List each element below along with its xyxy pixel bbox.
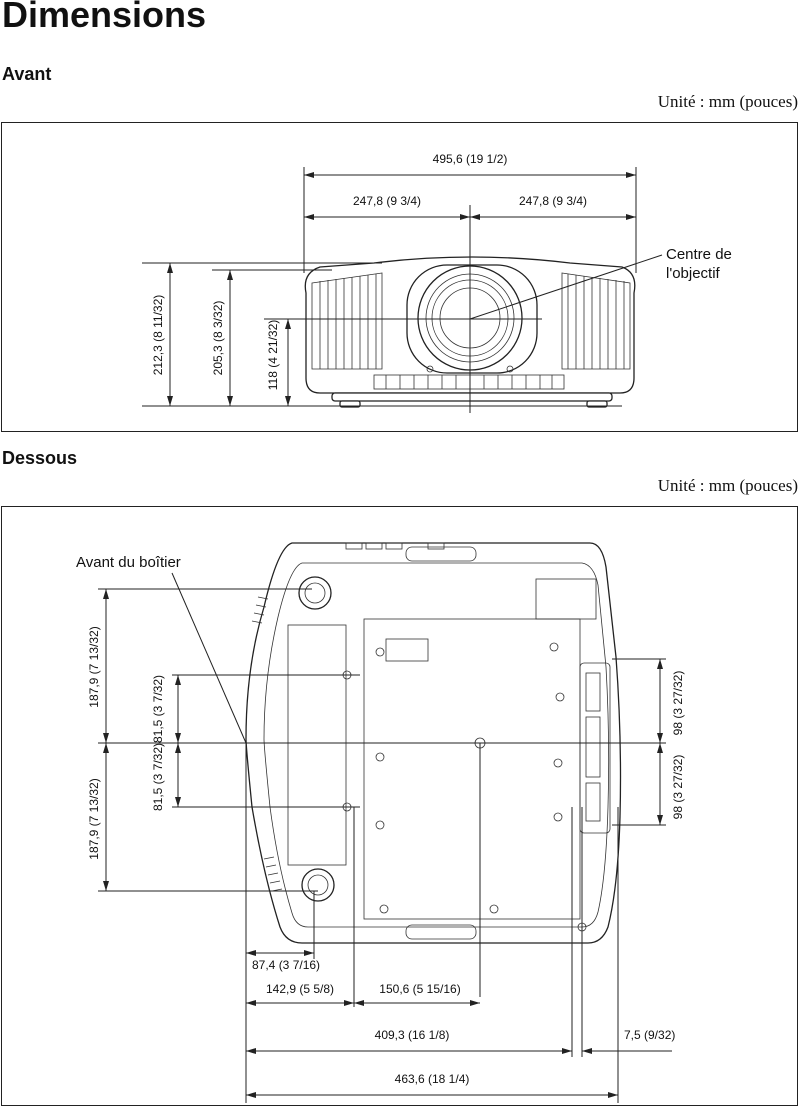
height-dimensions <box>167 263 291 406</box>
width-total-dimension <box>304 172 636 178</box>
d87-label: 87,4 (3 7/16) <box>252 958 320 972</box>
height-body-label: 205,3 (8 3/32) <box>211 301 225 376</box>
right-dimensions <box>657 659 663 825</box>
front-view-drawing: 495,6 (19 1/2) 247,8 (9 3/4) 247,8 (9 3/… <box>142 152 732 413</box>
bottom-view-frame: 187,9 (7 13/32) 187,9 (7 13/32) 81,5 (3 … <box>1 506 798 1106</box>
feet <box>298 576 587 932</box>
d150-label: 150,6 (5 15/16) <box>379 982 460 996</box>
half-left-label: 247,8 (9 3/4) <box>353 194 421 208</box>
left-vent-grille <box>311 272 383 370</box>
d463-label: 463,6 (18 1/4) <box>395 1072 470 1086</box>
lens-height-label: 118 (4 21/32) <box>266 320 280 391</box>
left-edge-slots <box>251 596 283 892</box>
front-unit-label: Unité : mm (pouces) <box>657 92 798 111</box>
width-total-label: 495,6 (19 1/2) <box>433 152 508 166</box>
height-total-label: 212,3 (8 11/32) <box>151 295 165 376</box>
half-width-dimensions <box>304 214 636 220</box>
lens-center-label-2: l'objectif <box>666 265 721 282</box>
front-view-frame: 495,6 (19 1/2) 247,8 (9 3/4) 247,8 (9 3/… <box>1 122 798 432</box>
lens-center-label-1: Centre de <box>666 246 732 263</box>
bottom-heading: Dessous <box>2 448 78 468</box>
right-lower-label: 98 (3 27/32) <box>671 755 685 820</box>
right-vent-grille <box>561 272 631 370</box>
d409-label: 409,3 (16 1/8) <box>375 1028 450 1042</box>
case-front-label: Avant du boîtier <box>76 554 181 571</box>
left-upper-label: 187,9 (7 13/32) <box>87 626 101 707</box>
d7-label: 7,5 (9/32) <box>624 1028 675 1042</box>
case-front-leader <box>171 572 247 744</box>
mid-upper-label: 81,5 (3 7/32) <box>151 675 165 743</box>
half-right-label: 247,8 (9 3/4) <box>519 194 587 208</box>
bottom-dimensions <box>246 950 672 1098</box>
left-dimensions <box>103 589 181 891</box>
lens-center-leader <box>469 254 663 320</box>
bottom-unit-label: Unité : mm (pouces) <box>657 476 798 495</box>
left-lower-label: 187,9 (7 13/32) <box>87 778 101 859</box>
bottom-view-drawing: 187,9 (7 13/32) 187,9 (7 13/32) 81,5 (3 … <box>76 542 685 1103</box>
page-title: Dimensions <box>2 0 207 35</box>
mid-lower-label: 81,5 (3 7/32) <box>151 743 165 811</box>
front-heading: Avant <box>2 64 52 84</box>
right-upper-label: 98 (3 27/32) <box>671 671 685 736</box>
d142-label: 142,9 (5 5/8) <box>266 982 334 996</box>
